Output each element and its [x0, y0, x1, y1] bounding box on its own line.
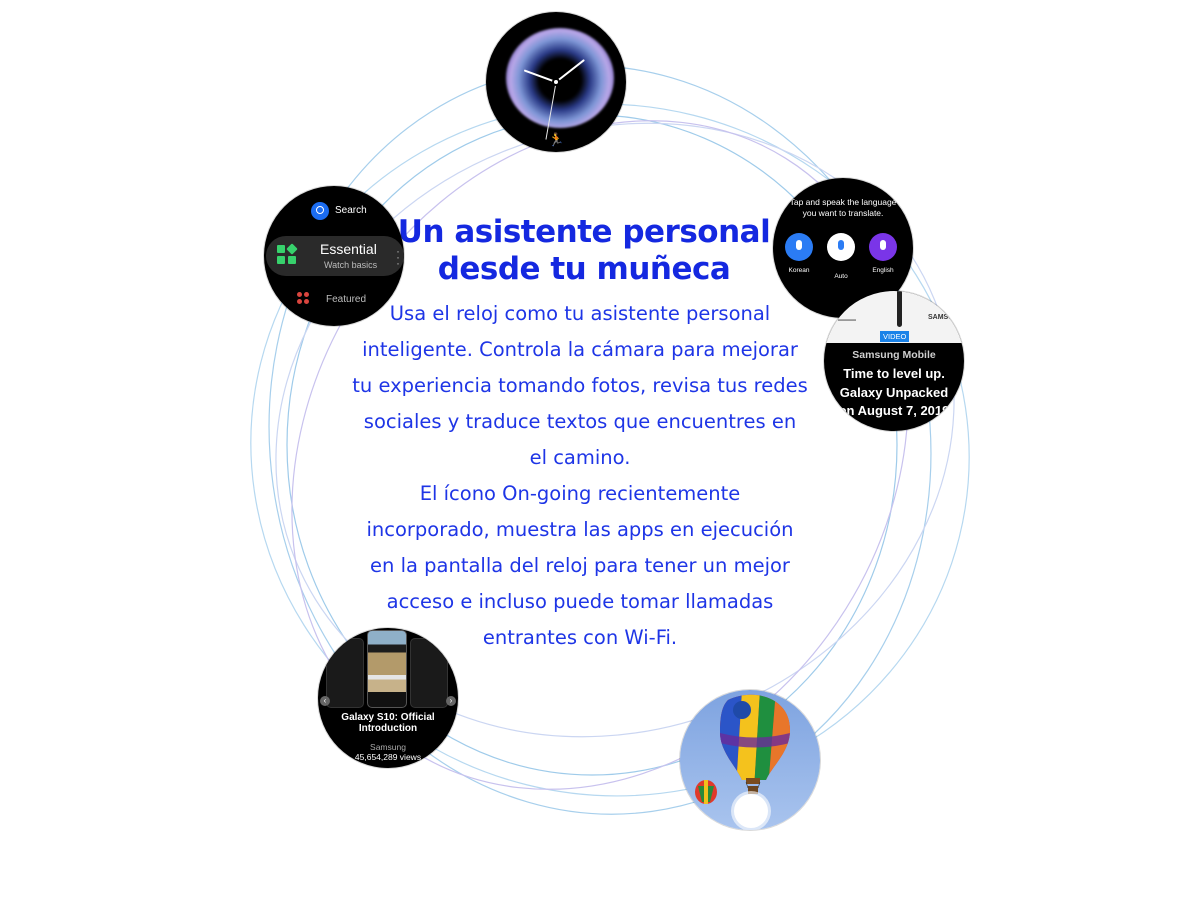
search-label: Search: [335, 205, 367, 216]
featured-label[interactable]: Featured: [326, 294, 367, 305]
featured-icon: [297, 292, 309, 304]
watch-video-card: ▬▬▬ SAMSUNG VIDEO Samsung Mobile Time to…: [824, 291, 964, 431]
balloon-image: [695, 694, 790, 804]
microphone-icon[interactable]: [827, 233, 855, 261]
phone-image: [326, 638, 364, 708]
body-line: en la pantalla del reloj para tener un m…: [370, 554, 790, 577]
orbit-ring: [250, 103, 970, 797]
language-label: English: [872, 267, 894, 274]
translate-prompt-line: you want to translate.: [802, 208, 884, 218]
search-icon[interactable]: [311, 202, 329, 220]
video-title-line: Galaxy Unpacked: [839, 385, 949, 400]
body-line: el camino.: [529, 446, 631, 469]
translate-prompt-line: Tap and speak the language: [789, 197, 897, 207]
phone-image[interactable]: [367, 630, 407, 708]
body-line: inteligente. Controla la cámara para mej…: [362, 338, 798, 361]
body-line: El ícono On-going recientemente: [419, 482, 741, 505]
language-label: Korean: [788, 267, 810, 274]
video-title-line: Time to level up.: [843, 366, 945, 381]
video-views: 45,654,289 views: [354, 752, 422, 762]
phone-image: [410, 638, 448, 708]
essential-label: Essential: [320, 241, 377, 257]
shutter-button[interactable]: [734, 794, 768, 828]
language-label: Auto: [834, 273, 848, 280]
chevron-left-icon[interactable]: ‹: [320, 696, 330, 706]
watch-photo-balloon: [680, 690, 820, 830]
watch-apps-list: Search Essential Watch basics ··· Featur…: [264, 186, 404, 326]
microphone-icon[interactable]: [785, 233, 813, 261]
body-line: sociales y traduce textos que encuentres…: [363, 410, 797, 433]
apps-grid-icon: [277, 243, 298, 265]
video-channel: Samsung: [370, 742, 406, 752]
s-pen-image: [897, 291, 902, 327]
body-line: incorporado, muestra las apps en ejecuci…: [366, 518, 794, 541]
brand-label: SAMSUNG: [928, 314, 964, 321]
headline-line: desde tu muñeca: [437, 251, 731, 287]
body-line: tu experiencia tomando fotos, revisa tus…: [352, 374, 808, 397]
essential-subtitle: Watch basics: [324, 260, 378, 270]
video-thumbnail-text: ▬▬▬: [838, 317, 856, 323]
body-copy: Usa el reloj como tu asistente personal …: [330, 296, 830, 656]
body-line: Usa el reloj como tu asistente personal: [389, 302, 771, 325]
video-title-line: Introduction: [358, 723, 418, 734]
headline: Un asistente personal desde tu muñeca: [384, 214, 784, 288]
watch-clock-face: 🏃: [486, 12, 626, 152]
headline-line: Un asistente personal: [397, 214, 771, 250]
video-title-line: Galaxy S10: Official: [341, 712, 435, 723]
body-line: acceso e incluso puede tomar llamadas: [386, 590, 774, 613]
more-options-icon[interactable]: ···: [396, 244, 400, 270]
running-icon: 🏃: [548, 132, 565, 147]
chevron-right-icon[interactable]: ›: [446, 696, 456, 706]
clock-pivot: [552, 78, 560, 86]
watch-youtube-card: ‹ › Galaxy S10: Official Introduction Sa…: [318, 628, 458, 768]
body-line: entrantes con Wi-Fi.: [482, 626, 678, 649]
translate-prompt: Tap and speak the language you want to t…: [787, 197, 899, 219]
video-title-line: on August 7, 2019: [838, 403, 950, 418]
video-badge: VIDEO: [880, 331, 910, 342]
video-channel: Samsung Mobile: [852, 349, 936, 361]
microphone-icon[interactable]: [869, 233, 897, 261]
